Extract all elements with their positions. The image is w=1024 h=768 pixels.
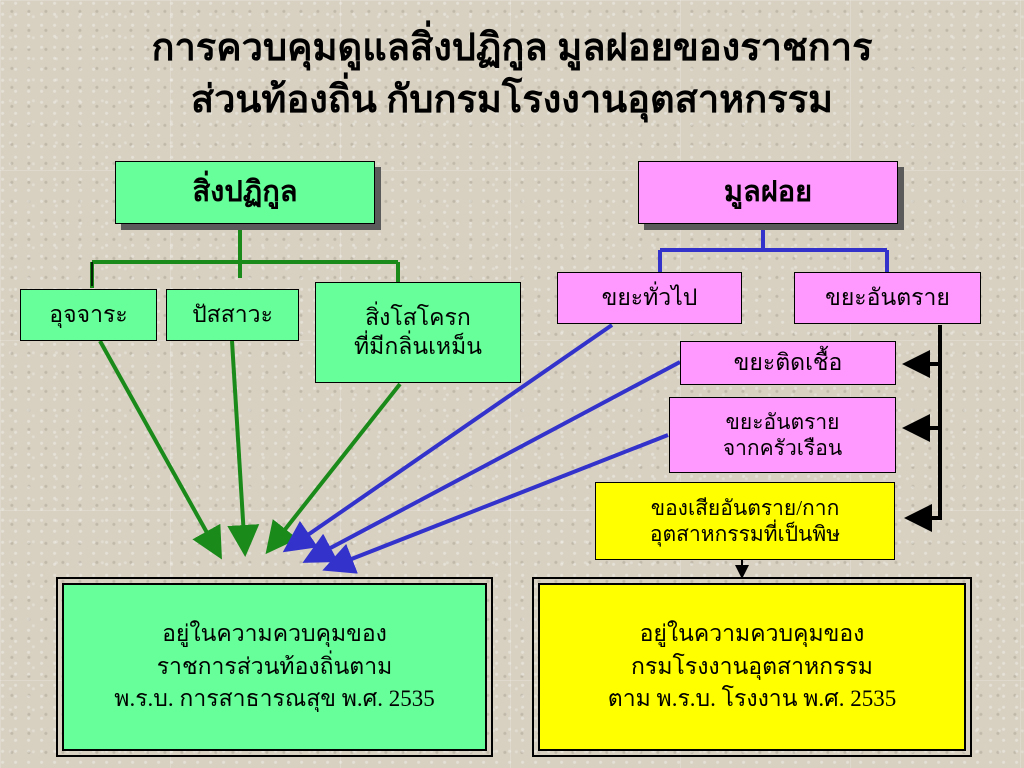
night-soil-header-box: สิ่งปฏิกูล (115, 161, 375, 224)
industry-department-outcome-inner: อยู่ในความควบคุมของ กรมโรงงานอุตสาหกรรม … (538, 583, 966, 751)
solid-waste-header-label: มูลฝอย (723, 176, 813, 209)
local-government-line-2: ราชการส่วนท้องถิ่นตาม (156, 653, 393, 679)
general-waste-label: ขยะทั่วไป (601, 284, 698, 310)
arrow-infectious-to-local (302, 360, 681, 563)
industry-department-line-3: ตาม พ.ร.บ. โรงงาน พ.ศ. 2535 (607, 686, 897, 712)
industry-department-outcome-box: อยู่ในความควบคุมของ กรมโรงงานอุตสาหกรรม … (532, 577, 972, 757)
local-government-line-1: อยู่ในความควบคุมของ (162, 621, 387, 647)
hazardous-bracket (902, 325, 942, 532)
infectious-waste-label: ขยะติดเชื้อ (733, 349, 843, 375)
local-government-outcome-inner: อยู่ในความควบคุมของ ราชการส่วนท้องถิ่นตา… (62, 583, 487, 751)
industry-department-line-1: อยู่ในความควบคุมของ (639, 621, 865, 647)
hazardous-waste-label: ขยะอันตราย (825, 284, 950, 310)
local-government-outcome-box: อยู่ในความควบคุมของ ราชการส่วนท้องถิ่นตา… (56, 577, 493, 757)
household-hazardous-label: ขยะอันตราย จากครัวเรือน (722, 409, 843, 460)
urine-box: ปัสสาวะ (166, 289, 299, 341)
industrial-toxic-waste-label: ของเสียอันตราย/กาก อุตสาหกรรมที่เป็นพิษ (649, 495, 841, 546)
arrow-household-to-local (322, 433, 669, 574)
filth-odor-label: สิ่งโสโครก ที่มีกลิ่นเหม็น (354, 304, 482, 359)
feces-box: อุจจาระ (20, 289, 157, 341)
night-soil-header-label: สิ่งปฏิกูล (192, 176, 298, 209)
infectious-waste-box: ขยะติดเชื้อ (680, 341, 896, 385)
arrow-filth-to-local (265, 382, 402, 555)
arrow-general-to-local (282, 323, 614, 553)
feces-label: อุจจาระ (49, 301, 128, 327)
blue-arrows (282, 323, 681, 574)
general-waste-box: ขยะทั่วไป (557, 272, 742, 324)
arrow-urine-to-local (227, 340, 260, 557)
title-line-1: การควบคุมดูแลสิ่งปฏิกูล มูลฝอยของราชการ (151, 27, 873, 69)
household-hazardous-box: ขยะอันตราย จากครัวเรือน (669, 397, 896, 473)
right-tree-lines (658, 228, 889, 272)
local-government-line-3: พ.ร.บ. การสาธารณสุข พ.ศ. 2535 (114, 686, 435, 712)
hazardous-waste-box: ขยะอันตราย (794, 272, 981, 324)
arrow-feces-to-local (98, 340, 222, 560)
filth-odor-box: สิ่งโสโครก ที่มีกลิ่นเหม็น (315, 282, 521, 383)
solid-waste-header-box: มูลฝอย (638, 161, 898, 224)
industry-department-line-2: กรมโรงงานอุตสาหกรรม (631, 653, 873, 679)
industrial-toxic-waste-box: ของเสียอันตราย/กาก อุตสาหกรรมที่เป็นพิษ (595, 482, 895, 560)
left-tree-lines (90, 228, 400, 288)
title-line-2: ส่วนท้องถิ่น กับกรมโรงงานอุตสาหกรรม (190, 79, 834, 121)
slide-title: การควบคุมดูแลสิ่งปฏิกูล มูลฝอยของราชการ … (0, 22, 1024, 126)
urine-label: ปัสสาวะ (192, 301, 273, 327)
